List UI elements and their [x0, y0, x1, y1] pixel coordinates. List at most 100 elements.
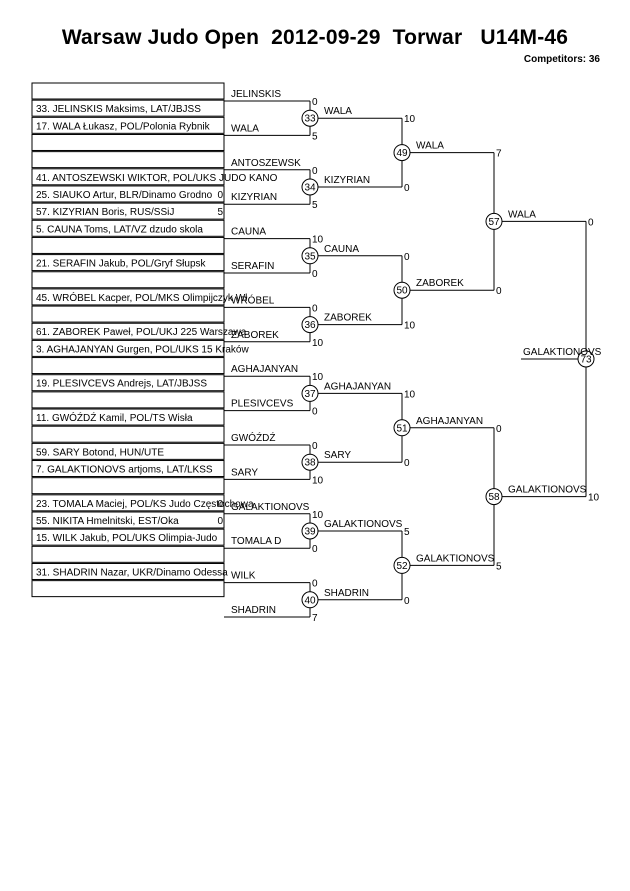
competitor-label: 25. SIAUKO Artur, BLR/Dinamo Grodno: [36, 190, 213, 201]
score-bottom: 0: [496, 286, 502, 297]
match-number: 36: [304, 320, 316, 331]
match-number: 39: [304, 527, 316, 538]
round1-name: AGHAJANYAN: [231, 364, 298, 375]
competitor-score: 0: [217, 190, 223, 201]
score-bottom: 0: [312, 544, 318, 555]
competitor-box: [31, 545, 225, 563]
score-top: 0: [312, 303, 318, 314]
match-number: 38: [304, 458, 316, 469]
winner-name: GALAKTIONOVS: [508, 485, 587, 496]
winner-name: AGHAJANYAN: [324, 381, 391, 392]
competitor-label: 11. GWÓŹDŹ Kamil, POL/TS Wisła: [36, 411, 193, 424]
match-number: 57: [488, 217, 500, 228]
score-top: 10: [404, 389, 416, 400]
winner-name: WALA: [508, 209, 536, 220]
score-bottom: 5: [312, 131, 318, 142]
winner-name: KIZYRIAN: [324, 175, 370, 186]
competitor-box: [31, 494, 225, 512]
competitor-score: 0: [217, 499, 223, 510]
competitor-label: 21. SERAFIN Jakub, POL/Gryf Słupsk: [36, 259, 207, 270]
competitor-box: [31, 442, 225, 460]
winner-name: GALAKTIONOVS: [324, 519, 403, 530]
match-circle: [393, 419, 411, 437]
score-bottom: 10: [312, 338, 324, 349]
champion-name: GALAKTIONOVS: [523, 347, 602, 358]
competitor-box: [31, 99, 225, 117]
competitor-label: 5. CAUNA Toms, LAT/VZ dzudo skola: [36, 224, 203, 235]
competitor-box: [31, 477, 225, 495]
competitor-box: [31, 460, 225, 478]
match-number: 35: [304, 251, 316, 262]
score-bottom: 0: [312, 269, 318, 280]
score-top: 7: [496, 149, 502, 160]
score-top: 0: [312, 441, 318, 452]
competitor-box: [31, 391, 225, 409]
competitor-box: [31, 408, 225, 426]
winner-name: ZABOREK: [324, 313, 372, 324]
competitor-box: [31, 528, 225, 546]
competitor-box: [31, 185, 225, 203]
competitor-box: [31, 151, 225, 169]
competitor-box: [31, 271, 225, 289]
round1-name: GWÓŹDŹ: [231, 431, 275, 444]
match-circle: [301, 247, 319, 265]
score-bottom: 7: [312, 613, 318, 624]
score-bottom: 0: [404, 596, 410, 607]
competitor-label: 23. TOMALA Maciej, POL/KS Judo Częstocho…: [36, 499, 254, 510]
competitor-box: [31, 305, 225, 323]
score-top: 0: [496, 424, 502, 435]
match-number: 40: [304, 595, 316, 606]
competitor-label: 7. GALAKTIONOVS artjoms, LAT/LKSS: [36, 465, 213, 476]
round1-name: WALA: [231, 123, 259, 134]
score-top: 10: [312, 372, 324, 383]
score-top: 0: [312, 97, 318, 108]
winner-name: WALA: [416, 141, 444, 152]
match-circle: [577, 350, 595, 368]
score-top: 0: [312, 579, 318, 590]
round1-name: ZABOREK: [231, 330, 279, 341]
match-circle: [301, 109, 319, 127]
winner-name: SHADRIN: [324, 588, 369, 599]
match-circle: [301, 316, 319, 334]
match-circle: [301, 591, 319, 609]
winner-name: ZABOREK: [416, 278, 464, 289]
match-circle: [485, 488, 503, 506]
match-number: 73: [580, 355, 592, 366]
competitor-label: 3. AGHAJANYAN Gurgen, POL/UKS 15 Kraków: [36, 344, 249, 355]
match-circle: [393, 144, 411, 162]
competitor-label: 31. SHADRIN Nazar, UKR/Dinamo Odessa: [36, 567, 228, 578]
match-number: 34: [304, 183, 316, 194]
score-top: 0: [588, 217, 594, 228]
winner-name: AGHAJANYAN: [416, 416, 483, 427]
score-bottom: 10: [312, 475, 324, 486]
score-top: 10: [312, 510, 324, 521]
round1-name: SHADRIN: [231, 605, 276, 616]
competitor-box: [31, 236, 225, 254]
match-circle: [301, 453, 319, 471]
page-title: Warsaw Judo Open 2012-09-29 Torwar U14M-…: [61, 26, 569, 49]
competitor-box: [31, 288, 225, 306]
round1-name: SARY: [231, 467, 258, 478]
round1-name: JELINSKIS: [231, 89, 281, 100]
competitor-label: 41. ANTOSZEWSKI WIKTOR, POL/UKS JUDO KAN…: [36, 173, 278, 184]
score-bottom: 0: [404, 458, 410, 469]
score-bottom: 5: [496, 561, 502, 572]
competitor-box: [31, 82, 225, 100]
competitor-box: [31, 116, 225, 134]
score-top: 10: [312, 235, 324, 246]
round1-name: ANTOSZEWSK: [231, 158, 301, 169]
competitor-box: [31, 511, 225, 529]
score-top: 0: [404, 252, 410, 263]
winner-name: SARY: [324, 450, 351, 461]
score-bottom: 10: [404, 321, 416, 332]
winner-name: CAUNA: [324, 244, 359, 255]
competitor-box: [31, 322, 225, 340]
score-top: 0: [312, 166, 318, 177]
competitor-box: [31, 202, 225, 220]
competitor-box: [31, 168, 225, 186]
round1-name: WRÓBEL: [231, 293, 275, 306]
competitor-box: [31, 562, 225, 580]
round1-name: SERAFIN: [231, 261, 274, 272]
match-number: 49: [396, 148, 408, 159]
